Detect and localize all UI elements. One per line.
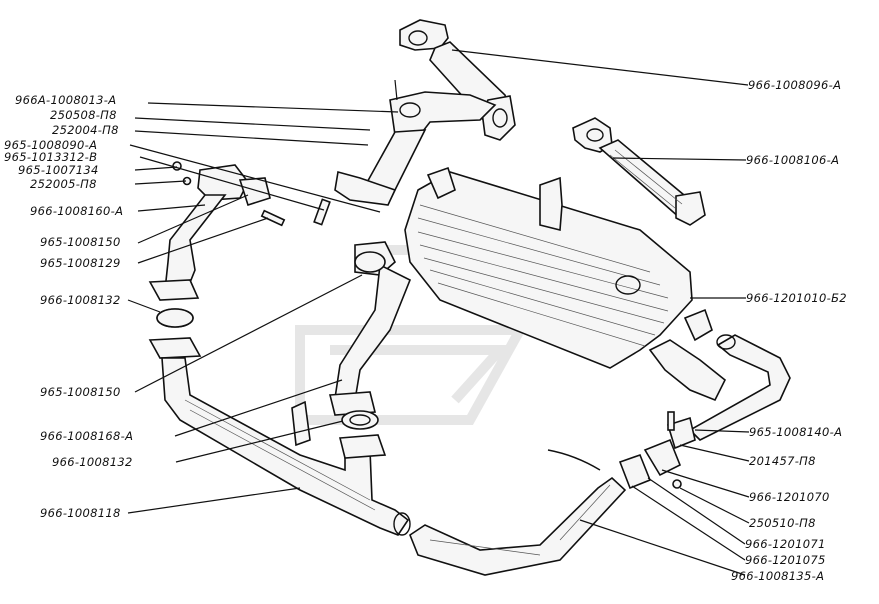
clamps [547, 411, 696, 490]
studs [172, 161, 331, 227]
middle-manifold [334, 79, 497, 206]
right-manifold-pipe [572, 117, 706, 226]
label-965-1013312-b: 965-1013312-В [4, 150, 97, 164]
label-966-1201010-b2: 966-1201010-Б2 [746, 291, 847, 305]
label-965-1008150-top: 965-1008150 [40, 235, 121, 249]
tail-pipe [688, 334, 791, 441]
rear-pipe [409, 476, 627, 576]
label-965-1008150-mid: 965-1008150 [40, 385, 121, 399]
label-966-1008106-a: 966-1008106-А [746, 153, 839, 167]
label-201457-p8: 201457-П8 [749, 454, 816, 468]
label-966a-1008013-a: 966А-1008013-А [15, 93, 116, 107]
label-965-1008090-a: 965-1008090-А [4, 138, 97, 152]
part-labels: 966-1008096-А 966А-1008013-А 250508-П8 2… [4, 78, 847, 583]
left-down-pipe [148, 164, 271, 328]
label-250508-p8: 250508-П8 [50, 108, 117, 122]
label-966-1201075: 966-1201075 [745, 553, 826, 567]
label-252005-p8: 252005-П8 [30, 177, 97, 191]
gaskets [156, 251, 386, 328]
front-pipe [148, 337, 411, 536]
label-966-1008160-a: 966-1008160-А [30, 204, 123, 218]
label-965-1007134: 965-1007134 [18, 163, 99, 177]
label-966-1008168-a: 966-1008168-А [40, 429, 133, 443]
label-966-1008135-a: 966-1008135-А [731, 569, 824, 583]
label-966-1008096-a: 966-1008096-А [748, 78, 841, 92]
label-966-1008132-top: 966-1008132 [40, 293, 121, 307]
label-966-1201071: 966-1201071 [745, 537, 826, 551]
label-965-1008140-a: 965-1008140-А [749, 425, 842, 439]
leader-lines [127, 49, 750, 576]
muffler [404, 166, 727, 402]
label-250510-p8: 250510-П8 [749, 516, 816, 530]
label-966-1008132-mid: 966-1008132 [52, 455, 133, 469]
label-965-1008129: 965-1008129 [40, 256, 121, 270]
label-252004-p8: 252004-П8 [52, 123, 119, 137]
label-966-1201070: 966-1201070 [749, 490, 830, 504]
label-966-1008118: 966-1008118 [40, 506, 121, 520]
